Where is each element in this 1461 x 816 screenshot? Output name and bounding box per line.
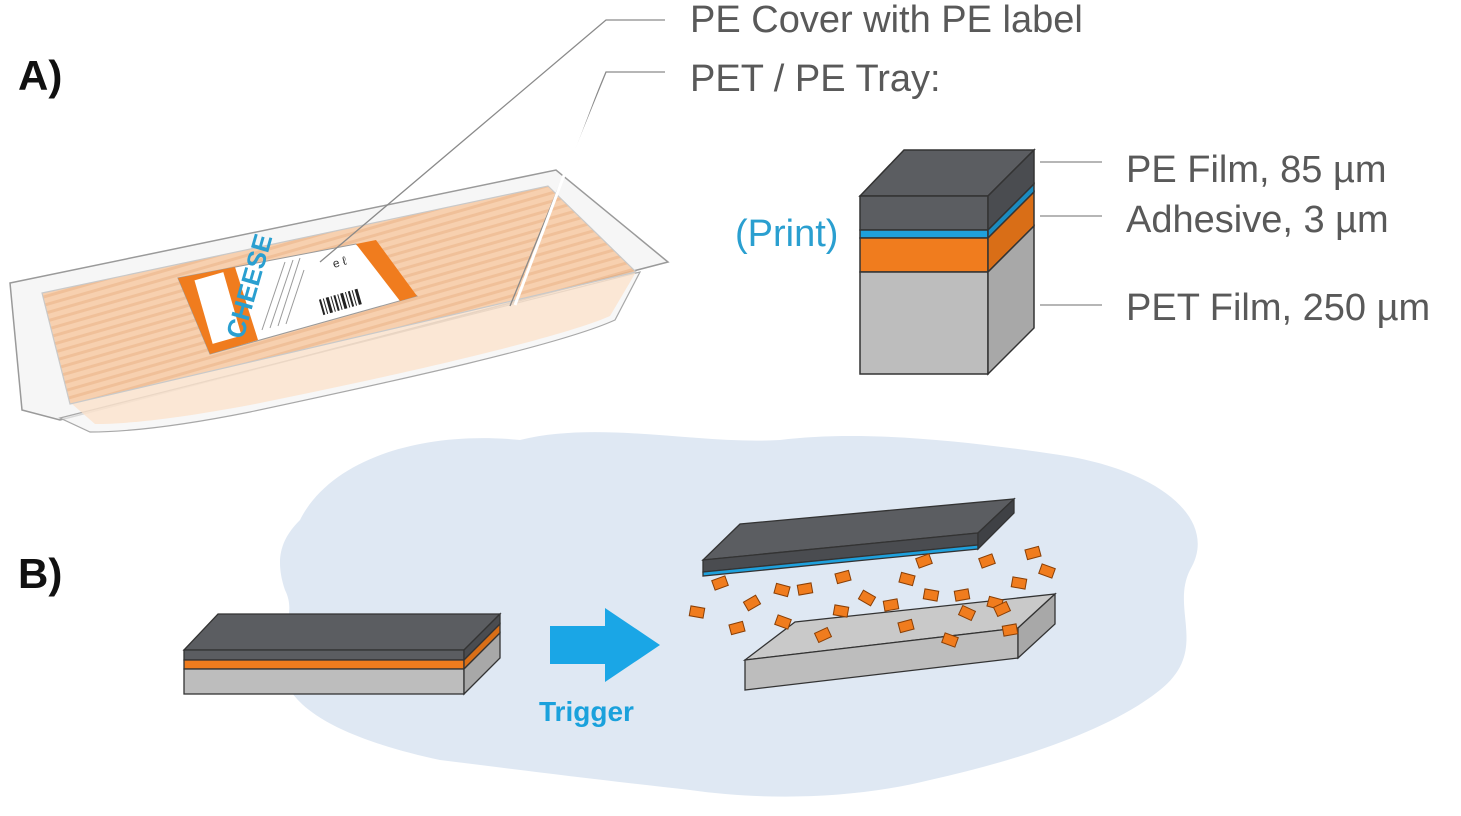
adhesive-fragment (1038, 563, 1056, 579)
adhesive-fragment (728, 620, 746, 636)
adhesive-fragment (953, 588, 971, 602)
adhesive-fragment (834, 569, 852, 585)
adhesive-fragment (957, 604, 977, 622)
callout-cover: PE Cover with PE label (690, 0, 1083, 41)
adhesive-fragment (1001, 623, 1019, 637)
tray-leader-line-shadow (513, 79, 602, 306)
callout-pet-film: PET Film, 250 µm (1126, 287, 1430, 329)
callout-tray: PET / PE Tray: (690, 58, 941, 100)
adhesive-fragment (742, 594, 762, 612)
laminate-pet-front (183, 668, 465, 695)
adhesive-fragment (774, 614, 792, 630)
label-weight-mark: e ℓ (331, 254, 348, 271)
tray-leader-line (509, 71, 665, 307)
adhesive-fragment (898, 571, 916, 587)
adhesive-fragment (711, 575, 729, 591)
callout-pe-film: PE Film, 85 µm (1126, 149, 1387, 191)
stack-pet-side (987, 224, 1035, 376)
stack-pet-front (859, 271, 989, 375)
adhesive-fragment (773, 582, 791, 598)
callout-print: (Print) (735, 213, 838, 255)
cover-film (41, 185, 638, 405)
label-stripe-right (356, 240, 417, 301)
adhesive-fragment (688, 605, 706, 619)
trigger-arrow-icon (550, 608, 660, 682)
adhesive-fragment (941, 632, 959, 648)
adhesive-fragment (796, 582, 814, 596)
adhesive-fragment (992, 600, 1012, 618)
adhesive-fragment (882, 598, 900, 612)
panel-label-a: A) (18, 52, 62, 99)
intact-laminate (182, 612, 502, 696)
trigger-label: Trigger (539, 696, 634, 727)
laminate-top (182, 613, 502, 651)
adhesive-fragment (915, 553, 933, 569)
laminate-adhesive-front (183, 659, 465, 670)
callout-adhesive: Adhesive, 3 µm (1126, 199, 1389, 241)
laminate-pe-front (183, 649, 465, 661)
layer-stack (858, 148, 1036, 376)
pet-layer-side (1017, 592, 1056, 660)
adhesive-fragments (688, 545, 1056, 648)
slice-edges (72, 272, 636, 424)
adhesive-fragment (922, 588, 940, 602)
separated-pe-layer (701, 497, 1016, 577)
panel-label-b: B) (18, 550, 62, 597)
adhesive-fragment (978, 553, 996, 569)
adhesive-fragment (857, 589, 877, 607)
stack-adhesive-front (859, 237, 989, 273)
adhesive-fragment (1024, 545, 1042, 561)
pe-layer-side (977, 497, 1015, 551)
adhesive-fragment (897, 618, 915, 634)
cheese-package: CHEESE e (9, 169, 670, 433)
label-panel (194, 272, 242, 344)
adhesive-fragment (1010, 576, 1028, 590)
adhesive-fragment (832, 604, 850, 618)
laminate-pet-side (463, 631, 501, 696)
stack-pe-front (859, 195, 989, 231)
label-fine-print (261, 257, 305, 331)
stack-print-front (859, 229, 989, 239)
pe-label: CHEESE e (177, 231, 419, 355)
barcode-icon (318, 288, 363, 316)
cover-leader-line (319, 19, 665, 263)
adhesive-fragment (813, 626, 833, 644)
